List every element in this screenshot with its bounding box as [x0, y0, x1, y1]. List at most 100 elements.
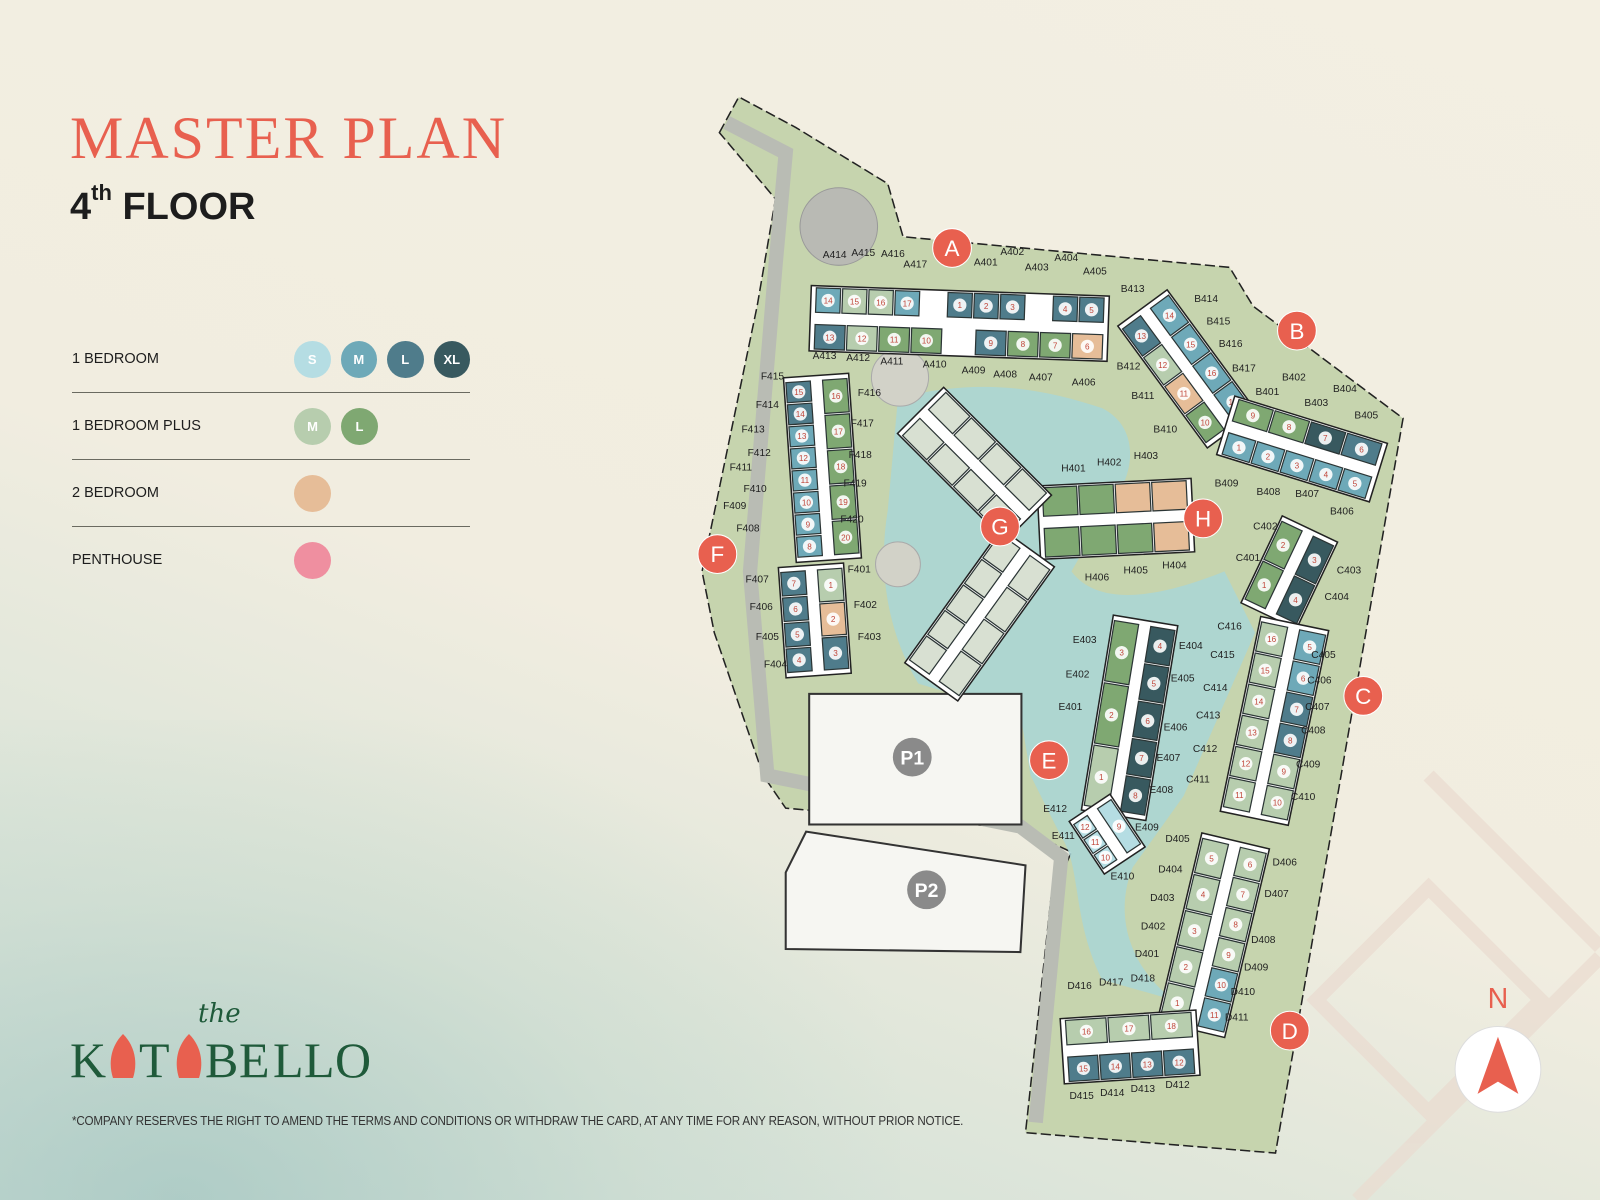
- unit-number: 13: [1248, 729, 1258, 738]
- unit-number: 8: [1288, 736, 1293, 745]
- unit-number-badge: [1214, 978, 1229, 992]
- unit-number: 14: [824, 297, 834, 306]
- unit-number: 8: [1233, 921, 1238, 930]
- building-wing-g1: [896, 386, 1053, 543]
- unit-number: 4: [1201, 891, 1206, 900]
- unit-number-badge: [1229, 917, 1243, 932]
- unit-label-a404: A404: [1054, 253, 1078, 264]
- unit-number-badge: [1108, 1059, 1122, 1073]
- wing-footprint: [1068, 793, 1147, 876]
- unit-number: 2: [1281, 541, 1286, 550]
- logo-letter: B: [205, 1032, 238, 1080]
- legend-swatch: M: [294, 407, 331, 445]
- unit-label-h406: H406: [1085, 573, 1110, 584]
- unit-number-badge: [792, 653, 806, 667]
- unit-number: 5: [1353, 480, 1358, 489]
- unit-number: 3: [1119, 649, 1124, 658]
- building-marker-d: [1269, 1010, 1310, 1051]
- unit-number-badge: [1354, 442, 1369, 456]
- unit-label-a414: A414: [823, 250, 847, 261]
- legend-swatch: [294, 541, 331, 579]
- unit-number: 8: [1133, 792, 1138, 801]
- unit-number: 4: [1158, 642, 1163, 651]
- unit-number: 9: [988, 339, 993, 348]
- unit-number-badge: [1079, 1024, 1094, 1038]
- building-letter: F: [710, 542, 724, 567]
- unit-number-badge: [799, 495, 814, 509]
- unit-label-d408: D408: [1251, 935, 1276, 946]
- unit-label-c411: C411: [1186, 775, 1210, 786]
- unit-label-b414: B414: [1194, 294, 1218, 305]
- unit-label-e402: E402: [1066, 670, 1090, 681]
- unit-number: 9: [806, 520, 811, 529]
- logo-letter: K: [70, 1032, 106, 1080]
- unit-number-badge: [1078, 820, 1092, 834]
- unit-number: 7: [1139, 754, 1144, 763]
- diamond-pattern: [1306, 770, 1600, 1200]
- unit-number: 16: [831, 392, 841, 401]
- north-arrow-icon: [1477, 1036, 1519, 1094]
- unit-number-badge: [802, 539, 817, 553]
- floor-word: FLOOR: [122, 186, 256, 228]
- parking-label: P2: [915, 880, 939, 902]
- unit-number-badge: [1276, 538, 1290, 552]
- unit-number-badge: [821, 293, 835, 308]
- unit-label-c415: C415: [1210, 650, 1235, 661]
- unit-number-badge: [798, 473, 812, 487]
- unit-label-e409: E409: [1135, 823, 1159, 834]
- unit-number-badge: [979, 299, 993, 313]
- unit-label-d404: D404: [1158, 864, 1183, 875]
- unit-number: 11: [1235, 791, 1244, 800]
- legend-row-2-bedroom: 2 BEDROOM: [72, 460, 470, 527]
- unit-number-badge: [1187, 924, 1202, 938]
- unit-number: 5: [1209, 855, 1214, 864]
- unit-number: 2: [1109, 711, 1114, 720]
- parking-marker-p1: [892, 737, 932, 777]
- unit-block: [1078, 483, 1116, 516]
- unit-label-c402: C402: [1253, 522, 1278, 533]
- unit-number-badge: [1140, 1057, 1154, 1071]
- unit-block: [984, 586, 1028, 633]
- unit-number-badge: [1098, 850, 1113, 865]
- building-letter: E: [1041, 748, 1056, 773]
- unit-number: 15: [850, 297, 860, 306]
- unit-label-c404: C404: [1325, 592, 1350, 603]
- unit-label-f408: F408: [736, 524, 760, 535]
- unit-number: 14: [1165, 311, 1175, 320]
- building-letter: C: [1355, 684, 1371, 709]
- unit-number: 12: [1175, 1058, 1185, 1067]
- unit-label-b404: B404: [1333, 384, 1357, 395]
- unit-number: 9: [1226, 951, 1231, 960]
- unit-block: [908, 635, 948, 676]
- unit-number: 11: [801, 476, 810, 485]
- unit-number: 1: [1175, 999, 1180, 1008]
- unit-block: [938, 650, 982, 697]
- unit-number: 12: [1081, 823, 1091, 832]
- unit-number-badge: [1207, 1008, 1221, 1022]
- unit-number-badge: [1058, 302, 1072, 316]
- unit-number-badge: [1094, 770, 1108, 784]
- unit-label-h402: H402: [1097, 457, 1122, 468]
- unit-label-b410: B410: [1153, 425, 1177, 436]
- legend-swatch: S: [294, 340, 331, 378]
- pool: [883, 386, 1256, 1001]
- legend-swatch: [294, 474, 331, 512]
- building-wing-b1: 1415161713121110: [1116, 288, 1258, 450]
- legend-swatch: M: [340, 340, 377, 378]
- unit-number: 2: [984, 302, 989, 311]
- unit-number: 17: [903, 299, 913, 308]
- unit-number-badge: [1290, 458, 1304, 473]
- unit-block: [1004, 468, 1048, 512]
- unit-label-c401: C401: [1236, 553, 1261, 564]
- unit-block: [901, 417, 945, 461]
- unit-number-badge: [795, 429, 809, 443]
- unit-number: 1: [958, 301, 963, 310]
- unit-number: 15: [794, 388, 804, 397]
- fountain-plaza-3: [875, 541, 921, 588]
- unit-number: 9: [1251, 412, 1256, 421]
- unit-block: [952, 468, 996, 512]
- unit-number: 10: [1273, 799, 1283, 808]
